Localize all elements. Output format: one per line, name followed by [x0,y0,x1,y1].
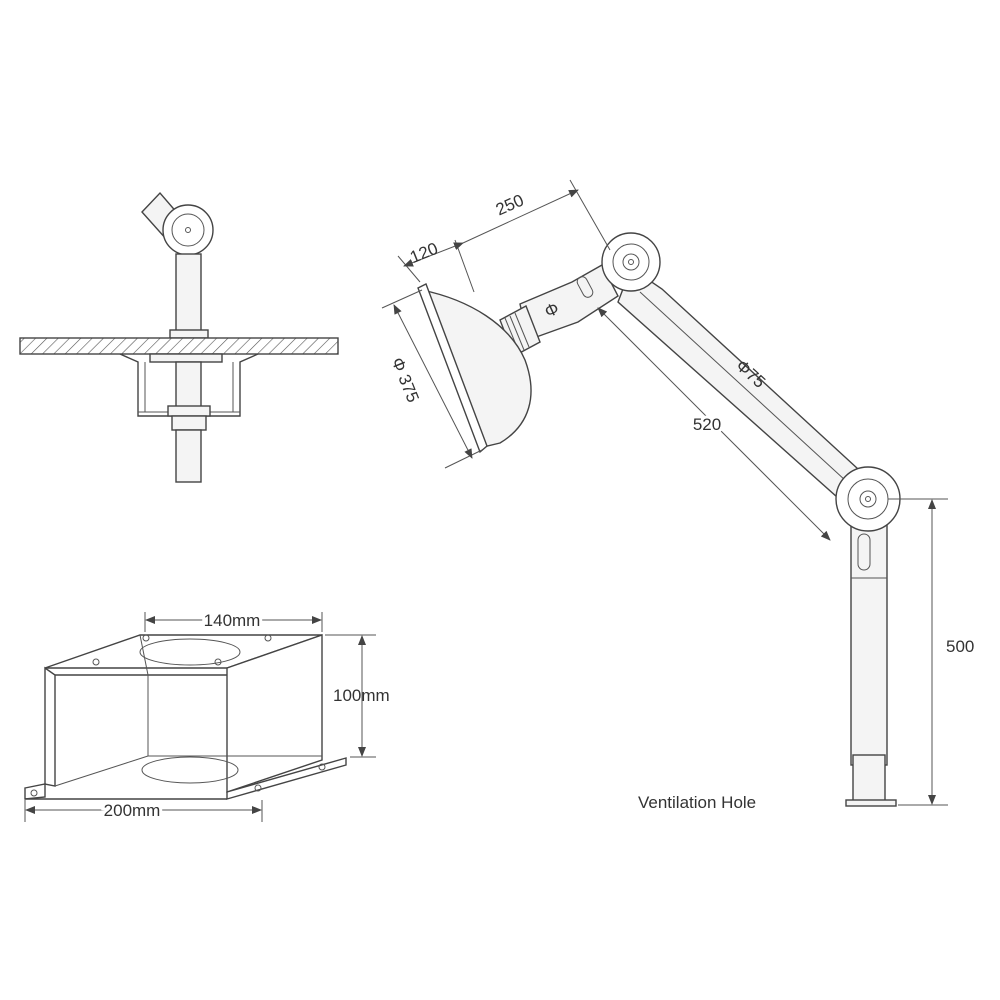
hood [417,283,532,454]
mounting-plate [19,337,339,355]
column [845,524,897,807]
top-vent-hole [139,638,241,666]
dim-arm-lower-length: 520 [693,415,721,434]
plate-flange [149,353,223,363]
dim-hood-diameter: Φ 375 [388,355,423,405]
bracket-right-wall [226,634,323,793]
upper-joint [601,232,661,292]
ventilation-hole-label: Ventilation Hole [638,793,756,812]
bracket-isometric: 140mm 100mm 200mm [24,608,390,823]
dim-arm-top-length: 250 [493,191,527,220]
dim-bracket-top-width: 140mm [204,611,261,630]
upper-collar [169,329,209,339]
lower-nut [167,405,211,417]
dim-bracket-base-width: 200mm [104,801,161,820]
side-view-mount [19,191,339,483]
dim-hood-depth: 120 [407,239,440,267]
dim-column-height: 500 [946,637,974,656]
lower-arm-tube [617,266,872,506]
lower-tube [175,361,202,409]
bracket-left-wall [44,666,56,787]
bracket-base-flange [24,783,46,800]
base-plate [845,799,897,807]
dim-bracket-height: 100mm [333,686,390,705]
outlet-pipe [175,429,202,483]
upper-tube [175,253,202,333]
bottom-vent-hole [141,756,239,784]
lower-collar [171,415,207,431]
extraction-arm: Φ 120 250 Φ [381,179,974,812]
elbow-pipe [141,191,214,256]
